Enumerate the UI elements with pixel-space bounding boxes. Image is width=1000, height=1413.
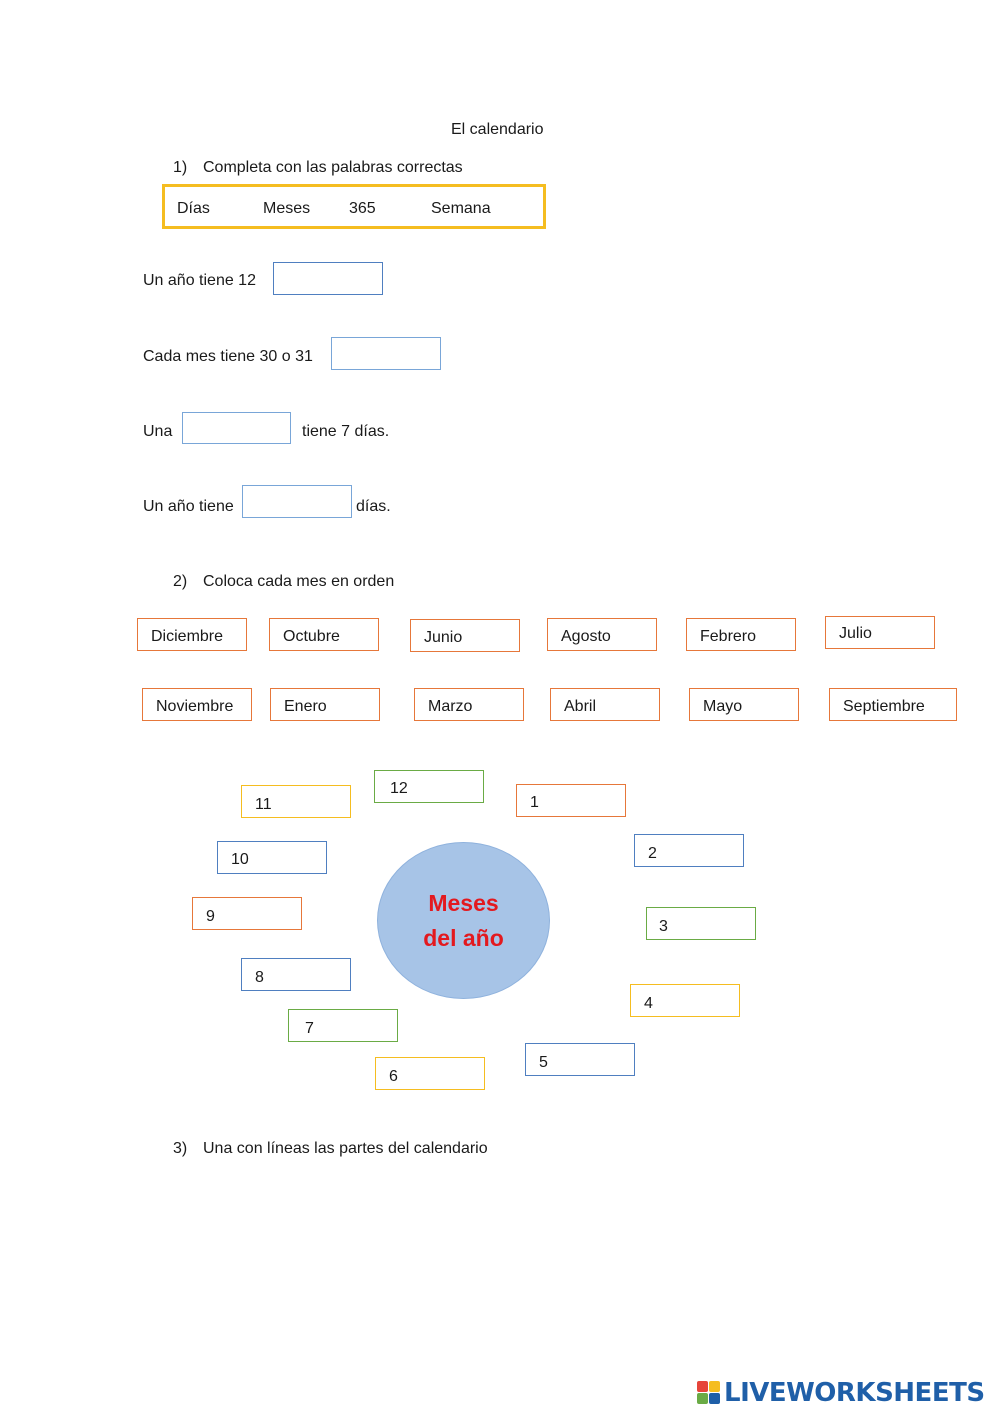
month-tile-febrero[interactable]: Febrero xyxy=(686,618,796,651)
section-2-number: 2) xyxy=(173,573,188,590)
month-slot-7[interactable]: 7 xyxy=(288,1009,398,1042)
month-tile-junio[interactable]: Junio xyxy=(410,619,520,652)
word-bank-item: 365 xyxy=(349,200,376,217)
slot-number: 11 xyxy=(255,796,272,813)
month-slot-3[interactable]: 3 xyxy=(646,907,756,940)
slot-number: 9 xyxy=(206,908,215,925)
month-tile-marzo[interactable]: Marzo xyxy=(414,688,524,721)
month-tile-septiembre[interactable]: Septiembre xyxy=(829,688,957,721)
slot-number: 2 xyxy=(648,845,657,862)
month-tile-label: Enero xyxy=(284,698,327,715)
slot-number: 3 xyxy=(659,918,668,935)
sentence-4-text-before: Un año tiene xyxy=(143,498,234,515)
slot-number: 8 xyxy=(255,969,264,986)
answer-field-3[interactable] xyxy=(182,412,291,444)
months-circle: Meses del año xyxy=(377,842,550,999)
month-slot-8[interactable]: 8 xyxy=(241,958,351,991)
section-1-heading: 1) Completa con las palabras correctas xyxy=(173,158,463,178)
month-tile-mayo[interactable]: Mayo xyxy=(689,688,799,721)
slot-number: 7 xyxy=(305,1020,314,1037)
month-slot-5[interactable]: 5 xyxy=(525,1043,635,1076)
liveworksheets-logo: LIVEWORKSHEETS xyxy=(697,1378,985,1408)
month-tile-label: Noviembre xyxy=(156,698,234,715)
month-slot-9[interactable]: 9 xyxy=(192,897,302,930)
section-1-instruction: Completa con las palabras correctas xyxy=(203,159,463,176)
section-2-instruction: Coloca cada mes en orden xyxy=(203,573,395,590)
month-tile-label: Mayo xyxy=(703,698,743,715)
month-tile-label: Agosto xyxy=(561,628,611,645)
slot-number: 6 xyxy=(389,1068,398,1085)
section-3-instruction: Una con líneas las partes del calendario xyxy=(203,1140,488,1157)
sentence-4-text-after: días. xyxy=(356,498,391,515)
month-tile-label: Septiembre xyxy=(843,698,925,715)
circle-label: Meses del año xyxy=(423,889,504,951)
word-bank-item: Meses xyxy=(263,200,311,217)
month-slot-2[interactable]: 2 xyxy=(634,834,744,867)
month-tile-label: Octubre xyxy=(283,628,340,645)
sentence-1-text: Un año tiene 12 xyxy=(143,272,256,289)
slot-number: 10 xyxy=(231,851,249,868)
month-tile-label: Diciembre xyxy=(151,628,224,645)
section-3-number: 3) xyxy=(173,1140,188,1157)
page-title: El calendario xyxy=(451,121,544,138)
month-slot-4[interactable]: 4 xyxy=(630,984,740,1017)
month-tile-agosto[interactable]: Agosto xyxy=(547,618,657,651)
month-tile-label: Febrero xyxy=(700,628,757,645)
section-2-heading: 2) Coloca cada mes en orden xyxy=(173,572,394,592)
answer-field-4[interactable] xyxy=(242,485,352,518)
section-1-number: 1) xyxy=(173,159,188,176)
word-bank: Días Meses 365 Semana xyxy=(162,184,546,229)
word-bank-item: Días xyxy=(177,200,210,217)
liveworksheets-wordmark: LIVEWORKSHEETS xyxy=(724,1378,985,1408)
answer-field-2[interactable] xyxy=(331,337,441,370)
month-tile-enero[interactable]: Enero xyxy=(270,688,380,721)
month-tile-label: Marzo xyxy=(428,698,473,715)
month-tile-abril[interactable]: Abril xyxy=(550,688,660,721)
slot-number: 12 xyxy=(390,780,408,797)
month-tile-noviembre[interactable]: Noviembre xyxy=(142,688,252,721)
month-tile-julio[interactable]: Julio xyxy=(825,616,935,649)
slot-number: 4 xyxy=(644,995,653,1012)
month-slot-12[interactable]: 12 xyxy=(374,770,484,803)
month-tile-octubre[interactable]: Octubre xyxy=(269,618,379,651)
month-slot-11[interactable]: 11 xyxy=(241,785,351,818)
month-slot-10[interactable]: 10 xyxy=(217,841,327,874)
month-tile-label: Junio xyxy=(424,629,463,646)
month-tile-label: Abril xyxy=(564,698,597,715)
sentence-2-text: Cada mes tiene 30 o 31 xyxy=(143,348,313,365)
month-tile-label: Julio xyxy=(839,625,872,642)
section-3-heading: 3) Una con líneas las partes del calendar… xyxy=(173,1139,488,1159)
slot-number: 5 xyxy=(539,1054,548,1071)
word-bank-item: Semana xyxy=(431,200,491,217)
sentence-3-text-before: Una xyxy=(143,423,173,440)
answer-field-1[interactable] xyxy=(273,262,383,295)
sentence-3-text-after: tiene 7 días. xyxy=(302,423,390,440)
liveworksheets-icon xyxy=(697,1381,721,1405)
month-slot-6[interactable]: 6 xyxy=(375,1057,485,1090)
month-tile-diciembre[interactable]: Diciembre xyxy=(137,618,247,651)
slot-number: 1 xyxy=(530,794,539,811)
month-slot-1[interactable]: 1 xyxy=(516,784,626,817)
